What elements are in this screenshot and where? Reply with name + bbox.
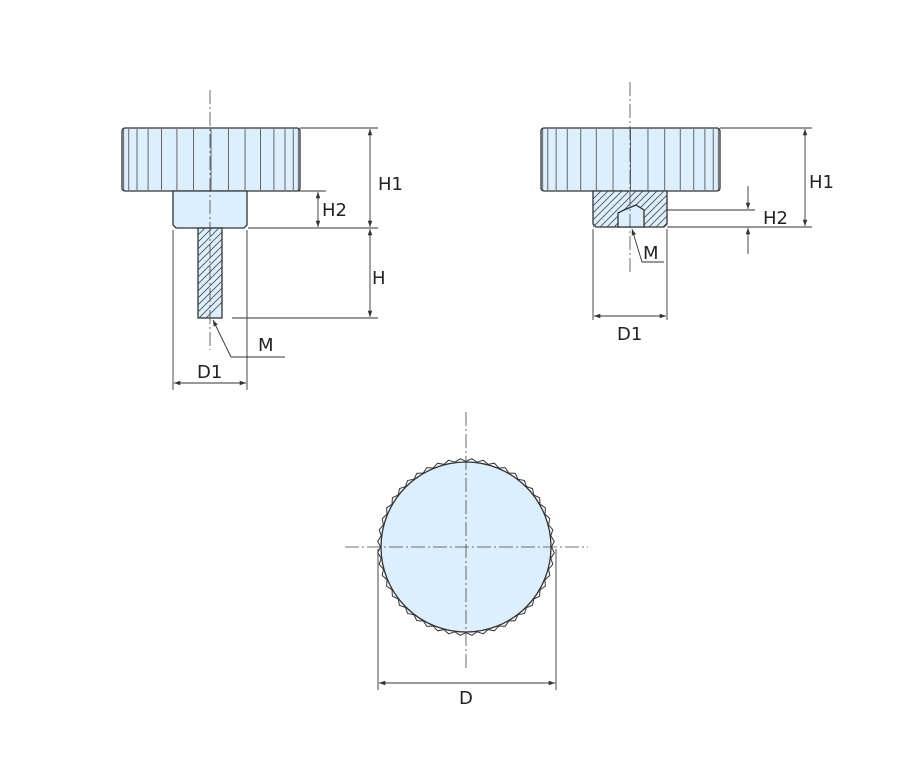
thread-bore	[617, 204, 645, 228]
label-h2: H2	[322, 200, 347, 221]
label-m: M	[258, 335, 274, 356]
hatch-line	[641, 201, 667, 227]
label-h1: H1	[809, 172, 834, 193]
label-m: M	[643, 243, 659, 264]
label-h1: H1	[378, 174, 403, 195]
nut-side-view: H1 H2 M D1	[540, 82, 834, 345]
label-h2: H2	[763, 208, 788, 229]
hatch-line	[593, 191, 623, 221]
label-d: D	[459, 688, 473, 709]
hatch-line	[648, 208, 667, 227]
top-view: D	[345, 412, 588, 709]
hatch-line	[593, 191, 616, 214]
label-d1: D1	[617, 324, 642, 345]
label-d1: D1	[197, 362, 222, 383]
hatch-line	[634, 194, 667, 227]
hatch-line	[198, 273, 222, 299]
screw-side-view: H1 H2 H M D1	[121, 90, 403, 390]
hatch-line	[593, 191, 609, 207]
label-h: H	[372, 268, 386, 289]
hatch-line	[198, 228, 206, 236]
m-leader	[212, 319, 285, 358]
m-leader	[631, 228, 664, 263]
hatch-line	[198, 252, 222, 278]
hatch-line	[593, 191, 630, 227]
hatch-line	[198, 228, 220, 250]
